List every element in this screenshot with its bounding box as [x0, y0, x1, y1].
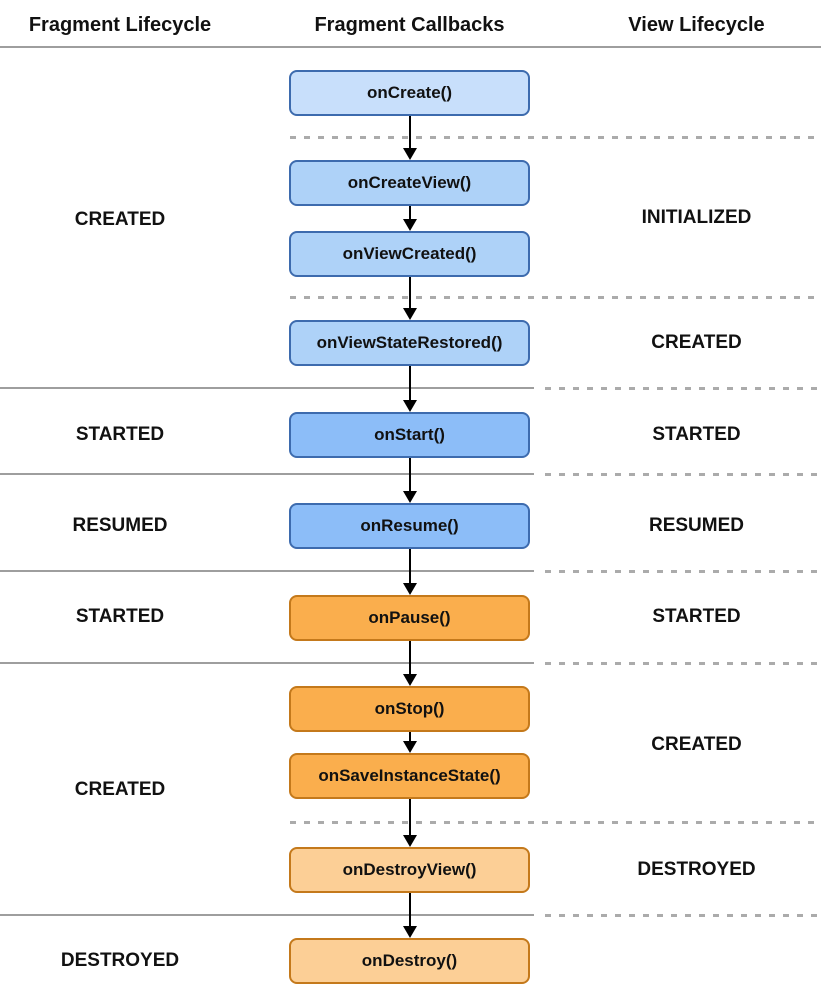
view-state-initialized: INITIALIZED	[641, 207, 752, 228]
arrow-down-icon	[403, 219, 417, 231]
fragment-state-destroyed: DESTROYED	[60, 950, 180, 971]
arrow-down-icon	[403, 148, 417, 160]
arrow-down-icon	[403, 674, 417, 686]
fragment-state-resumed: RESUMED	[72, 515, 168, 536]
fragment-state-created: CREATED	[74, 209, 166, 230]
column-header-fragment-callbacks: Fragment Callbacks	[314, 14, 505, 36]
view-separator-dashed	[290, 136, 821, 139]
view-state-resumed: RESUMED	[648, 515, 744, 536]
arrow-onviewcreated-to-onviewstaterestored	[402, 277, 418, 320]
callback-box-onstart: onStart()	[289, 412, 530, 458]
arrow-ondestroyview-to-ondestroy	[402, 893, 418, 938]
fragment-state-started: STARTED	[75, 424, 165, 445]
arrow-down-icon	[403, 491, 417, 503]
callback-box-ondestroy: onDestroy()	[289, 938, 530, 984]
fragment-state-created-2: CREATED	[74, 779, 166, 800]
view-state-created: CREATED	[651, 332, 742, 353]
arrow-oncreateview-to-onviewcreated	[402, 206, 418, 231]
callback-box-onpause: onPause()	[289, 595, 530, 641]
view-separator-dashed	[545, 914, 821, 917]
arrow-down-icon	[403, 308, 417, 320]
callback-box-onsaveinstancestate: onSaveInstanceState()	[289, 753, 530, 799]
view-state-started-2: STARTED	[652, 606, 741, 627]
view-state-destroyed: DESTROYED	[637, 859, 756, 880]
arrow-down-icon	[403, 400, 417, 412]
arrow-down-icon	[403, 741, 417, 753]
arrow-onresume-to-onpause	[402, 549, 418, 595]
view-separator-dashed	[545, 473, 821, 476]
callback-box-ondestroyview: onDestroyView()	[289, 847, 530, 893]
header-separator-line	[0, 46, 821, 48]
fragment-separator-solid	[0, 473, 534, 475]
view-state-created-2: CREATED	[651, 734, 742, 755]
callback-box-onresume: onResume()	[289, 503, 530, 549]
view-separator-dashed	[290, 296, 821, 299]
fragment-separator-solid	[0, 662, 534, 664]
view-separator-dashed	[545, 387, 821, 390]
fragment-separator-solid	[0, 570, 534, 572]
column-header-view-lifecycle: View Lifecycle	[628, 14, 765, 36]
callback-box-onviewstaterestored: onViewStateRestored()	[289, 320, 530, 366]
arrow-onstop-to-onsaveinstancestate	[402, 732, 418, 753]
view-separator-dashed	[545, 662, 821, 665]
arrow-down-icon	[403, 583, 417, 595]
fragment-separator-solid	[0, 914, 534, 916]
arrow-onsaveinstancestate-to-ondestroyview	[402, 799, 418, 847]
callback-box-onviewcreated: onViewCreated()	[289, 231, 530, 277]
arrow-oncreate-to-oncreateview	[402, 115, 418, 160]
view-separator-dashed	[545, 570, 821, 573]
view-separator-dashed	[290, 821, 821, 824]
arrow-down-icon	[403, 926, 417, 938]
callback-box-oncreate: onCreate()	[289, 70, 530, 116]
arrow-onviewstaterestored-to-onstart	[402, 366, 418, 412]
fragment-separator-solid	[0, 387, 534, 389]
arrow-onstart-to-onresume	[402, 458, 418, 503]
view-state-started: STARTED	[652, 424, 741, 445]
column-header-fragment-lifecycle: Fragment Lifecycle	[28, 14, 212, 36]
fragment-state-started-2: STARTED	[75, 606, 165, 627]
arrow-onpause-to-onstop	[402, 641, 418, 686]
callback-box-onstop: onStop()	[289, 686, 530, 732]
arrow-down-icon	[403, 835, 417, 847]
callback-box-oncreateview: onCreateView()	[289, 160, 530, 206]
